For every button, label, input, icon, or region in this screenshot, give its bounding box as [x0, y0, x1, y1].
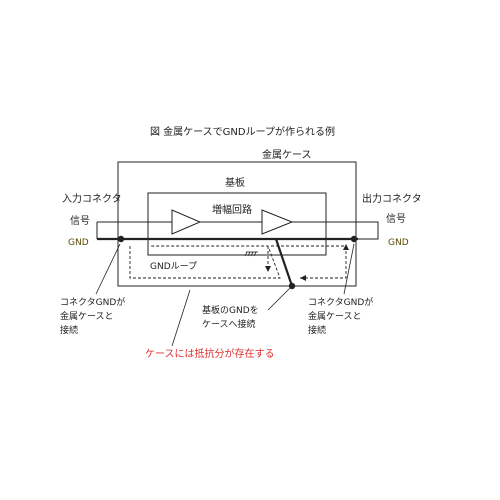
resistance-note: ケースには抵抗分が存在する — [145, 347, 275, 360]
gnd-left-label: GND — [68, 238, 89, 248]
board-label: 基板 — [225, 176, 245, 189]
amplifier-stage-1 — [171, 209, 202, 235]
signal-left-label: 信号 — [70, 215, 90, 227]
gnd-loop-label: GNDループ — [150, 261, 197, 272]
output-connector-bracket — [358, 221, 379, 240]
gnd-loop-arrowhead-left — [300, 275, 306, 281]
right-connection-dot — [350, 235, 358, 243]
leader-right — [343, 243, 355, 295]
gnd-loop-arrowhead-down — [265, 266, 271, 272]
leader-resistance — [171, 289, 191, 347]
gnd-loop-path-left — [129, 245, 281, 279]
amplifier-stage-2 — [261, 209, 294, 235]
diagram-title: 図 金属ケースでGNDループが作られる例 — [150, 125, 335, 138]
gnd-loop-arrowhead-up — [343, 244, 349, 250]
amplifier-label: 増幅回路 — [212, 203, 252, 216]
metal-case-box — [117, 161, 357, 287]
input-connector-label: 入力コネクタ — [62, 192, 122, 205]
leader-center — [267, 285, 293, 311]
gnd-loop-path-right — [270, 245, 347, 279]
note-center: 基板のGNDを ケースへ接続 — [202, 304, 262, 330]
board-box — [147, 192, 327, 256]
output-connector-label: 出力コネクタ — [362, 192, 422, 205]
leader-left — [95, 243, 121, 295]
signal-right-label: 信号 — [386, 213, 406, 225]
note-left: コネクタGNDが 金属ケースと 接続 — [60, 296, 128, 336]
board-gnd-to-case-wire — [274, 238, 294, 287]
left-connection-dot — [117, 235, 125, 243]
ground-symbol — [244, 251, 258, 257]
note-right: コネクタGNDが 金属ケースと 接続 — [308, 296, 376, 336]
gnd-right-label: GND — [388, 238, 409, 248]
metal-case-label: 金属ケース — [262, 148, 312, 161]
